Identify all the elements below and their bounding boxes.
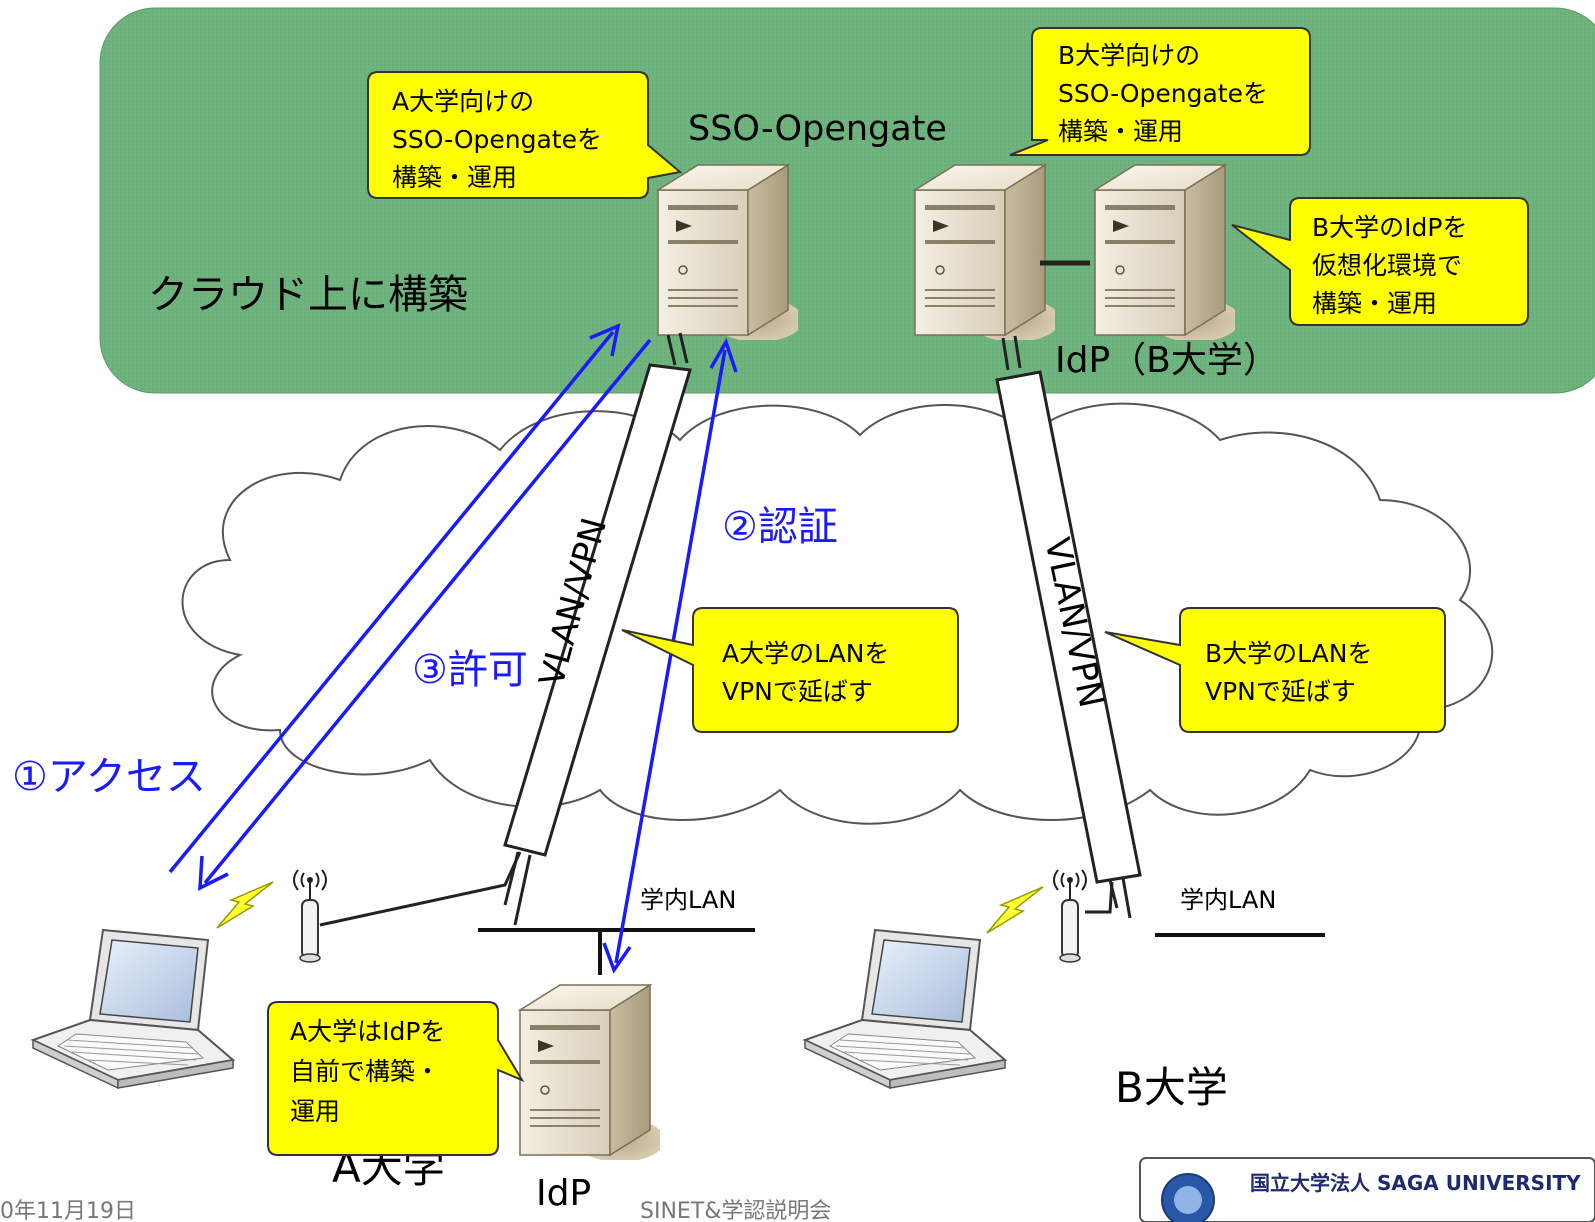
callout-b-idp-line1: B大学のIdPを bbox=[1312, 213, 1467, 242]
callout-a-sso-line3: 構築・運用 bbox=[392, 163, 517, 192]
ap-a-cable bbox=[319, 851, 522, 927]
idp-a-label: IdP bbox=[536, 1173, 591, 1214]
laptop-b-icon bbox=[804, 929, 1006, 1089]
callout-b-sso-line1: B大学向けの bbox=[1058, 41, 1200, 70]
callout-a-sso-line1: A大学向けの bbox=[392, 87, 534, 116]
sso-opengate-a-server bbox=[657, 164, 798, 340]
callout-b-sso-line2: SSO-Opengateを bbox=[1058, 79, 1268, 108]
footer-date: 0年11月19日 bbox=[0, 1199, 136, 1222]
vpn-tunnel-a bbox=[503, 332, 692, 926]
footer-event: SINET&学認説明会 bbox=[640, 1199, 831, 1222]
callout-b-sso-line3: 構築・運用 bbox=[1058, 117, 1183, 146]
flow-arrows bbox=[168, 323, 738, 974]
idp-b-server bbox=[1094, 164, 1235, 340]
laptop-a-icon bbox=[32, 929, 234, 1089]
wireless-bolt-b-icon bbox=[986, 886, 1044, 934]
idp-a-server bbox=[519, 984, 660, 1160]
callout-a-idp-line1: A大学はIdPを bbox=[290, 1017, 445, 1046]
callout-a-lan-line1: A大学のLANを bbox=[722, 639, 889, 668]
univ-b-label: B大学 bbox=[1115, 1063, 1228, 1112]
callout-b-lan: B大学のLANを VPNで延ばす bbox=[1104, 607, 1446, 733]
callout-b-idp-line2: 仮想化環境で bbox=[1312, 251, 1462, 280]
callout-b-lan-line2: VPNで延ばす bbox=[1205, 677, 1356, 706]
idp-b-label: IdP（B大学） bbox=[1055, 340, 1279, 381]
wifi-ap-a-icon bbox=[293, 869, 327, 963]
callout-b-idp-line3: 構築・運用 bbox=[1312, 289, 1437, 318]
step-auth-label: ②認証 bbox=[722, 504, 838, 550]
callout-a-idp-line3: 運用 bbox=[290, 1097, 340, 1126]
cloud-label: クラウド上に構築 bbox=[148, 272, 468, 318]
callout-a-lan-line2: VPNで延ばす bbox=[722, 677, 873, 706]
callout-b-lan-line1: B大学のLANを bbox=[1205, 639, 1372, 668]
ap-b-cable bbox=[1085, 881, 1114, 914]
wifi-ap-b-icon bbox=[1053, 869, 1087, 963]
callout-a-idp: A大学はIdPを 自前で構築・ 運用 bbox=[267, 1001, 525, 1156]
callout-b-sso: B大学向けの SSO-Opengateを 構築・運用 bbox=[1009, 27, 1311, 156]
campus-lan-a-label: 学内LAN bbox=[640, 886, 736, 914]
saga-university-logo: 国立大学法人 SAGA UNIVERSITY bbox=[1139, 1157, 1595, 1222]
wireless-bolt-a-icon bbox=[216, 881, 274, 929]
logo-text: 国立大学法人 SAGA UNIVERSITY bbox=[1250, 1171, 1581, 1195]
callout-b-idp: B大学のIdPを 仮想化環境で 構築・運用 bbox=[1231, 197, 1529, 326]
callout-a-sso-line2: SSO-Opengateを bbox=[392, 125, 602, 154]
callout-a-lan: A大学のLANを VPNで延ばす bbox=[621, 607, 959, 733]
callout-a-idp-line2: 自前で構築・ bbox=[290, 1057, 440, 1086]
step-permit-label: ③許可 bbox=[412, 647, 528, 693]
sso-opengate-b-server bbox=[914, 164, 1055, 340]
sso-server-label: SSO-Opengate bbox=[688, 109, 947, 149]
callout-a-sso: A大学向けの SSO-Opengateを 構築・運用 bbox=[367, 71, 683, 199]
campus-lan-b-label: 学内LAN bbox=[1180, 886, 1276, 914]
step-access-label: ①アクセス bbox=[12, 754, 206, 800]
vpn-tunnel-b bbox=[995, 335, 1142, 919]
